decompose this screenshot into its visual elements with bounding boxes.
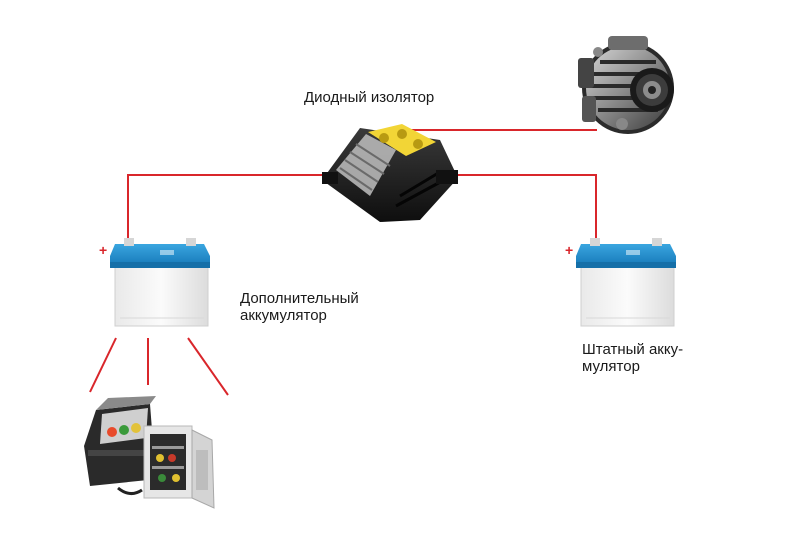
wire-aux-to-load-right [187,337,229,396]
main-battery-label-line1: Штатный акку- [582,341,684,358]
alternator-icon [578,36,674,134]
wire-isolator-to-main-battery [458,174,597,242]
main-battery-icon [576,238,676,327]
aux-battery-label-line2: аккумулятор [240,307,327,324]
aux-battery-label: Дополнительный аккумулятор [240,290,359,324]
main-battery-plus-terminal: + [565,242,574,258]
diode-isolator-icon [322,124,458,222]
aux-battery-label-line1: Дополнительный [240,290,359,307]
main-battery-label-line2: мулятор [582,358,640,375]
portable-fridge-icon [84,396,215,509]
aux-battery-icon [110,238,210,327]
main-battery-label: Штатный акку- мулятор [582,341,683,375]
wire-aux-to-load-left [89,337,117,393]
isolator-label: Диодный изолятор [304,89,435,106]
wires [89,129,597,396]
aux-battery-plus-terminal: + [99,242,108,258]
wire-isolator-to-aux-battery [127,174,322,242]
